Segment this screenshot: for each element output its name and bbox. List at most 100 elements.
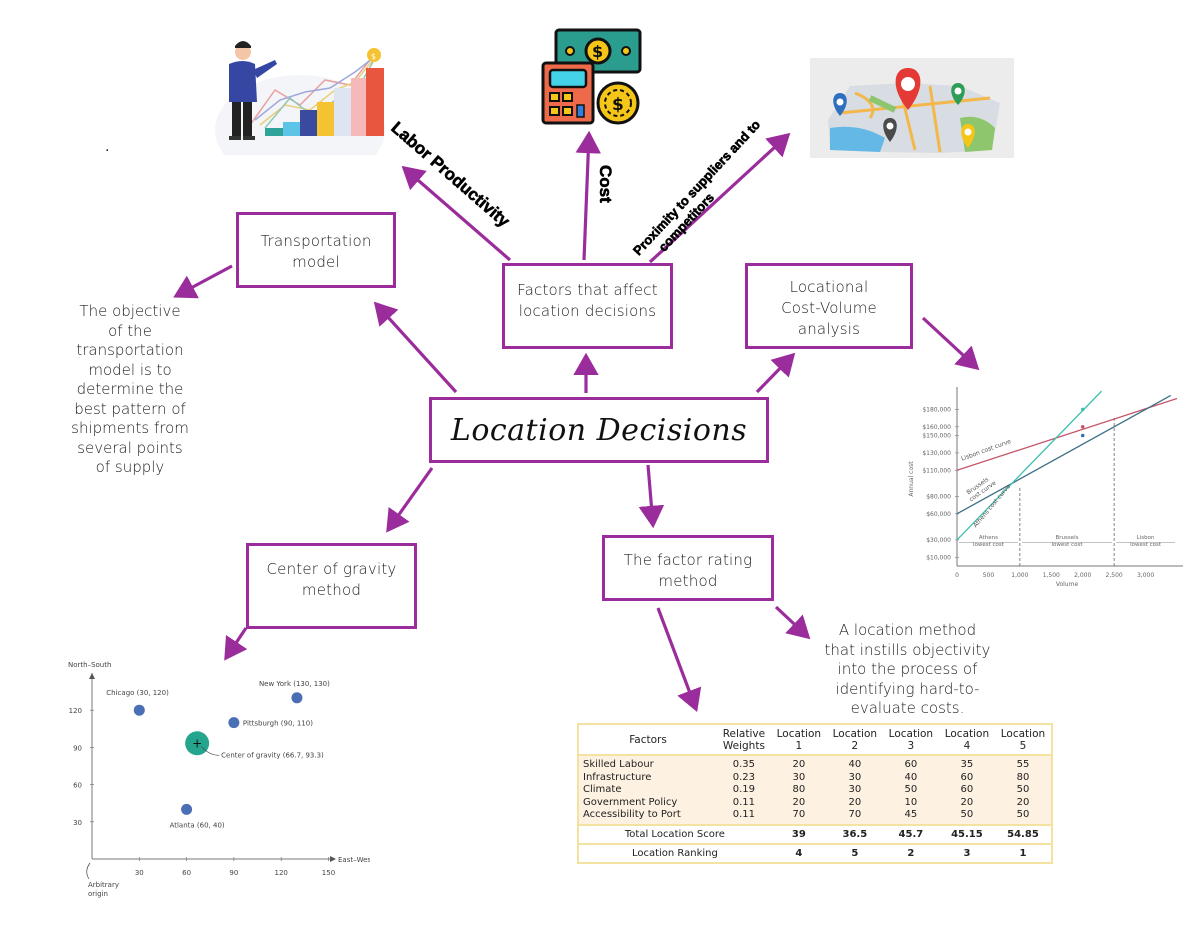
x-tick-label: 2,000	[1074, 572, 1091, 579]
x-tick-label: 3,000	[1137, 572, 1154, 579]
node-label: model	[292, 253, 340, 271]
arrow-to-cost-volume	[755, 352, 796, 394]
table-cell: 4	[795, 847, 803, 859]
arrow-to-factor-table	[656, 607, 702, 712]
x-tick-label: 60	[182, 869, 191, 877]
x-tick-label: 150	[322, 869, 335, 877]
description-line: model is to	[88, 360, 172, 379]
center-of-gravity-point	[185, 731, 210, 756]
table-cell: 0.19	[732, 784, 756, 795]
y-axis-arrow	[89, 673, 95, 679]
central-topic[interactable]: Location Decisions	[429, 397, 769, 463]
table-cell: Climate	[583, 784, 622, 795]
x-axis-label: East–West	[338, 856, 370, 864]
y-tick-label: 120	[69, 707, 82, 715]
row-label: Location Ranking	[631, 847, 718, 859]
y-tick-label: $110,000	[922, 467, 951, 474]
center-leader-line	[200, 746, 220, 756]
table-cell: 50	[1016, 784, 1030, 795]
series-line-lisbon	[956, 397, 1178, 471]
region-label: Athens	[979, 535, 998, 541]
x-tick-label: 90	[229, 869, 238, 877]
arrow-to-center-gravity	[386, 467, 434, 533]
node-label: Locational	[789, 278, 869, 296]
node-cost-volume[interactable]: Locational Cost-Volume analysis	[745, 263, 913, 349]
arrow-to-transportation-desc	[173, 264, 233, 299]
arrow-labor-productivity	[401, 165, 512, 262]
header-line: 2	[851, 740, 859, 752]
y-tick-label: $180,000	[922, 406, 951, 413]
region-label: Lisbon	[1137, 535, 1155, 541]
node-factors[interactable]: Factors that affect location decisions	[502, 263, 673, 349]
y-tick-label: $160,000	[922, 424, 951, 431]
table-cell: 60	[960, 771, 974, 783]
table-cell: 0.11	[732, 809, 756, 820]
table-cell: 40	[904, 771, 918, 783]
table-cell: 20	[848, 796, 862, 808]
table-cell: 54.85	[1007, 828, 1039, 840]
header-line: 5	[1019, 740, 1027, 752]
table-cell: 0.23	[732, 771, 756, 783]
node-label: method	[658, 572, 718, 590]
node-center-of-gravity[interactable]: Center of gravity method	[246, 543, 417, 629]
city-point-new-york	[291, 692, 303, 704]
header-line: Location	[944, 728, 990, 740]
y-axis-label: North–South	[68, 661, 111, 669]
table-cell: 50	[904, 784, 918, 795]
central-title: Location Decisions	[450, 412, 748, 448]
table-cell: 1	[1019, 847, 1027, 859]
svg-text:$: $	[371, 52, 376, 61]
region-label: lowest cost	[973, 542, 1005, 548]
header-line: 4	[963, 740, 971, 752]
table-cell: 60	[904, 759, 918, 770]
arrow-to-transportation	[373, 301, 458, 394]
y-tick-label: 90	[73, 744, 82, 752]
description-line: that instills objectivity	[824, 640, 991, 659]
table-header-cell: Factors	[579, 725, 717, 755]
y-tick-label: $30,000	[926, 537, 951, 544]
table-cell: 30	[792, 771, 806, 783]
city-label: Pittsburgh (90, 110)	[243, 720, 313, 728]
description-line: best pattern of	[74, 399, 186, 418]
header-line: Location	[832, 728, 878, 740]
series-line-athens	[956, 390, 1103, 541]
plus-icon: +	[192, 736, 202, 750]
series-line-brussels	[956, 394, 1172, 515]
node-label: Center of gravity	[266, 560, 397, 578]
table-cell: Government Policy	[583, 796, 678, 808]
y-axis-label: Annual cost	[908, 461, 915, 497]
node-transportation-model[interactable]: Transportation model	[236, 212, 396, 288]
origin-note: origin	[88, 890, 108, 898]
description-line: determine the	[76, 380, 184, 398]
table-cell: 3	[963, 847, 971, 859]
table-cell: 0.11	[732, 796, 756, 808]
y-tick-label: $80,000	[926, 493, 951, 500]
table-cell: 39	[791, 828, 806, 840]
y-tick-label: $10,000	[926, 554, 951, 561]
header-line: Location	[888, 728, 934, 740]
node-label: Transportation	[260, 232, 372, 250]
arrow-cost	[575, 130, 602, 261]
node-label: Factors that affect	[517, 281, 658, 299]
y-tick-label: 60	[73, 782, 82, 790]
table-cell: Skilled Labour	[583, 759, 654, 770]
description-line: of supply	[95, 458, 165, 476]
x-tick-label: 1,500	[1043, 572, 1060, 579]
table-cell: 35	[960, 759, 974, 770]
node-factor-rating[interactable]: The factor rating method	[602, 535, 774, 601]
city-point-pittsburgh	[228, 717, 240, 729]
description-line: transportation	[76, 341, 184, 359]
description-line: of the	[108, 321, 152, 340]
node-label: The factor rating	[623, 551, 753, 569]
x-axis-arrow	[330, 856, 336, 862]
